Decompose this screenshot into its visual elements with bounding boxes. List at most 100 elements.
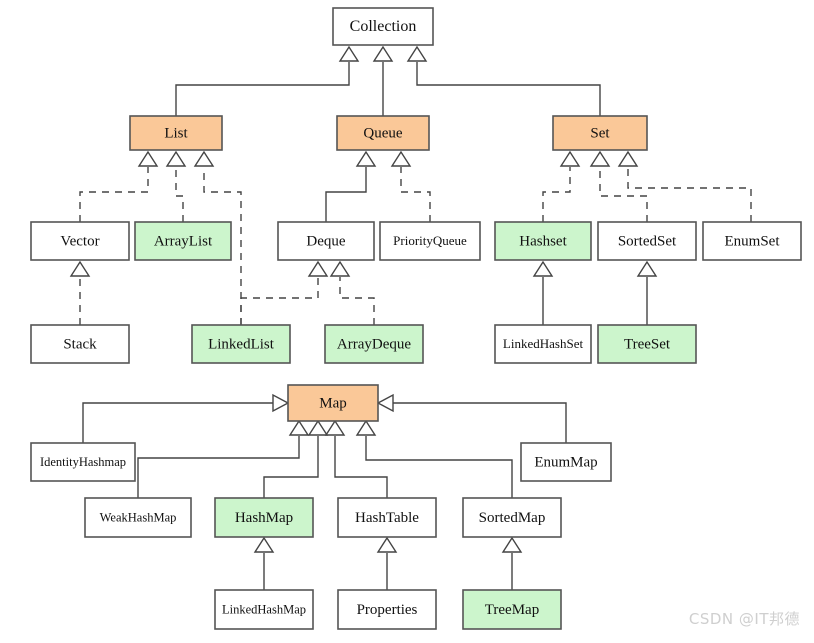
class-node-box <box>702 221 802 261</box>
inheritance-arrow-icon <box>338 45 360 62</box>
edge-line <box>542 167 571 222</box>
class-node-label: HashTable <box>355 510 419 526</box>
edge-line <box>263 436 319 498</box>
class-node-box <box>337 497 437 538</box>
inheritance-arrow-icon <box>376 536 398 553</box>
class-node-enummap[interactable]: EnumMap <box>520 442 612 482</box>
class-node-box <box>520 442 612 482</box>
class-node-label: TreeSet <box>624 336 671 352</box>
edge-line <box>599 167 648 222</box>
inheritance-arrow-icon <box>559 150 581 167</box>
class-node-label: EnumSet <box>725 233 781 249</box>
edge-line <box>240 277 319 325</box>
class-node-map[interactable]: Map <box>287 384 379 422</box>
class-node-hashmap[interactable]: HashMap <box>214 497 314 538</box>
class-node-box <box>462 589 562 630</box>
inheritance-arrow-icon <box>532 260 554 277</box>
inheritance-arrow-icon <box>272 393 290 413</box>
inheritance-arrow-icon <box>193 150 215 167</box>
edge-line <box>365 436 513 498</box>
class-node-treeset[interactable]: TreeSet <box>597 324 697 364</box>
class-node-label: SortedSet <box>618 233 677 249</box>
class-node-vector[interactable]: Vector <box>30 221 130 261</box>
class-node-list[interactable]: List <box>129 115 223 151</box>
class-node-deque[interactable]: Deque <box>277 221 375 261</box>
class-node-label: Vector <box>60 233 99 249</box>
class-node-treemap[interactable]: TreeMap <box>462 589 562 630</box>
inheritance-arrow-icon <box>355 150 377 167</box>
class-node-weakhashmap[interactable]: WeakHashMap <box>84 497 192 538</box>
edge-line <box>627 167 752 222</box>
class-node-box <box>30 442 136 482</box>
class-node-box <box>84 497 192 538</box>
inheritance-arrow-icon <box>636 260 658 277</box>
inheritance-arrow-icon <box>501 536 523 553</box>
class-node-box <box>494 221 592 261</box>
edge-line <box>82 402 273 443</box>
class-node-label: HashMap <box>235 510 293 526</box>
class-node-box <box>214 589 314 630</box>
class-node-sortedmap[interactable]: SortedMap <box>462 497 562 538</box>
inheritance-arrow-icon <box>617 150 639 167</box>
class-node-label: PriorityQueue <box>393 233 467 248</box>
class-node-queue[interactable]: Queue <box>336 115 430 151</box>
inheritance-arrow-icon <box>69 260 91 277</box>
edge-line <box>79 167 149 222</box>
edge-line <box>339 277 375 325</box>
class-node-box <box>134 221 232 261</box>
class-node-stack[interactable]: Stack <box>30 324 130 364</box>
class-node-label: LinkedHashMap <box>222 602 306 616</box>
class-node-label: Stack <box>63 336 97 352</box>
inheritance-arrow-icon <box>376 393 394 413</box>
class-node-arraydeque[interactable]: ArrayDeque <box>324 324 424 364</box>
class-node-enumset[interactable]: EnumSet <box>702 221 802 261</box>
class-node-box <box>597 324 697 364</box>
class-node-box <box>287 384 379 422</box>
class-node-label: Hashset <box>519 233 567 249</box>
class-node-arraylist[interactable]: ArrayList <box>134 221 232 261</box>
class-node-linkedhashset[interactable]: LinkedHashSet <box>494 324 592 364</box>
edge-line <box>137 436 300 498</box>
class-node-priorityqueue[interactable]: PriorityQueue <box>379 221 481 261</box>
class-node-linkedhashmap[interactable]: LinkedHashMap <box>214 589 314 630</box>
watermark-text: CSDN @IT邦德 <box>688 610 800 628</box>
class-node-box <box>337 589 437 630</box>
class-node-label: Properties <box>357 602 418 618</box>
class-node-box <box>191 324 291 364</box>
class-node-box <box>332 7 434 46</box>
class-node-properties[interactable]: Properties <box>337 589 437 630</box>
class-node-sortedset[interactable]: SortedSet <box>597 221 697 261</box>
class-node-box <box>494 324 592 364</box>
class-node-hashtable[interactable]: HashTable <box>337 497 437 538</box>
class-node-label: ArrayList <box>154 233 213 249</box>
inheritance-arrow-icon <box>253 536 275 553</box>
class-node-linkedlist[interactable]: LinkedList <box>191 324 291 364</box>
inheritance-arrow-icon <box>329 260 351 277</box>
class-node-label: Collection <box>350 18 417 35</box>
inheritance-arrow-icon <box>390 150 412 167</box>
edges-layer <box>69 45 752 590</box>
class-node-label: Queue <box>363 125 402 141</box>
class-node-box <box>30 221 130 261</box>
edge-line <box>334 436 388 498</box>
class-node-label: SortedMap <box>479 510 546 526</box>
edge-line <box>416 62 601 116</box>
class-node-box <box>552 115 648 151</box>
class-node-collection[interactable]: Collection <box>332 7 434 46</box>
inheritance-arrow-icon <box>165 150 187 167</box>
class-node-label: WeakHashMap <box>100 510 177 524</box>
inheritance-arrow-icon <box>406 45 428 62</box>
class-node-label: LinkedHashSet <box>503 336 584 351</box>
class-node-identityhashmap[interactable]: IdentityHashmap <box>30 442 136 482</box>
edge-line <box>400 167 431 222</box>
class-node-box <box>214 497 314 538</box>
class-node-box <box>324 324 424 364</box>
inheritance-arrow-icon <box>355 419 377 436</box>
class-node-label: IdentityHashmap <box>40 455 126 469</box>
class-node-hashset[interactable]: Hashset <box>494 221 592 261</box>
class-node-box <box>336 115 430 151</box>
inheritance-arrow-icon <box>324 419 346 436</box>
class-node-set[interactable]: Set <box>552 115 648 151</box>
